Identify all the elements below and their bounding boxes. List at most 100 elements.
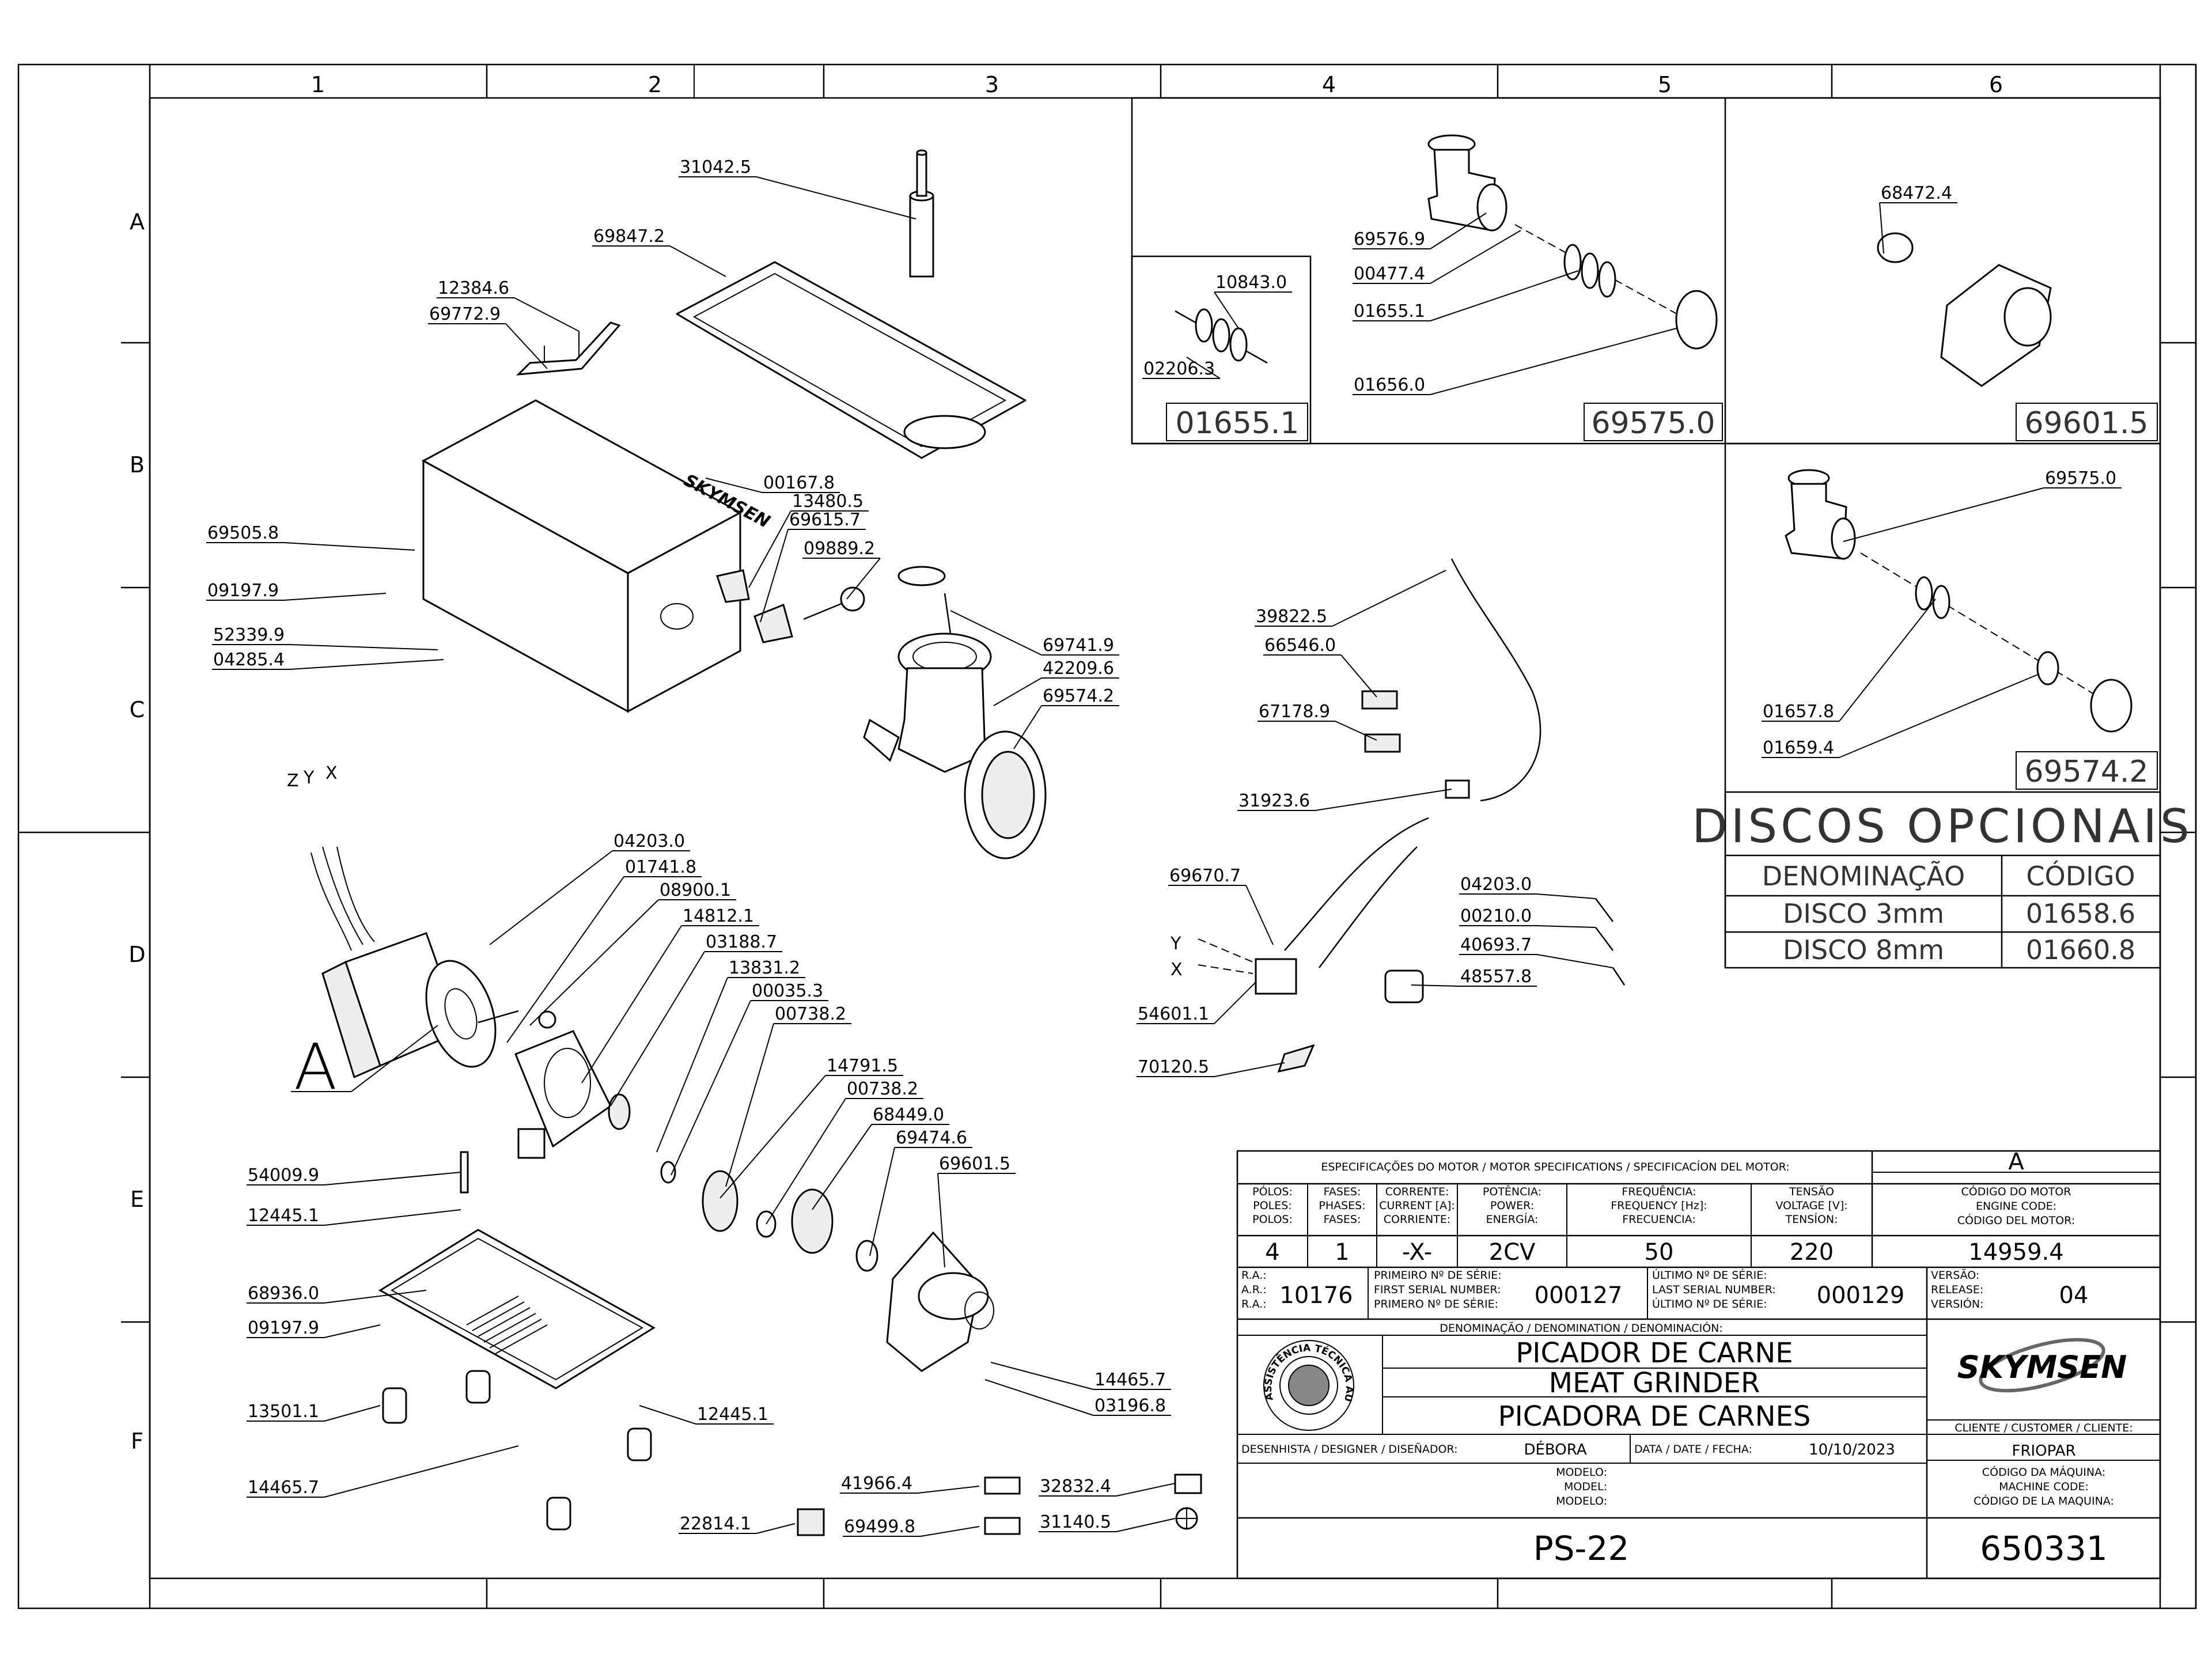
screw-part <box>460 1151 469 1194</box>
plug-wire-label: X <box>1171 960 1183 980</box>
part-number-label: 12384.6 <box>438 278 509 298</box>
designer-label: DESENHISTA / DESIGNER / DISEÑADOR: <box>1241 1442 1458 1456</box>
disc-row-name: DISCO 3mm <box>1783 898 1944 929</box>
leader-line <box>846 558 881 600</box>
housing-part: SKYMSEN <box>421 399 773 713</box>
client-label: CLIENTE / CUSTOMER / CLIENTE: <box>1955 1422 2133 1434</box>
part-number-label: 12445.1 <box>697 1404 768 1425</box>
detail-code-69574-2: 69574.2 <box>2024 755 2148 789</box>
last-serial-value: 000129 <box>1817 1282 1905 1309</box>
engine-code-label: CÓDIGO DEL MOTOR: <box>1957 1213 2075 1227</box>
title-block: ESPECIFICAÇÕES DO MOTOR / MOTOR SPECIFIC… <box>0 0 2161 1580</box>
brand-name: SKYMSEN <box>1957 1349 2127 1385</box>
part-number-label: 69505.8 <box>207 523 279 543</box>
part-number-label: 42209.6 <box>1043 658 1114 679</box>
date-label: DATA / DATE / FECHA: <box>1634 1443 1752 1456</box>
leader-line <box>1430 328 1677 395</box>
part-number-label: 69474.6 <box>896 1128 967 1148</box>
part-number-label: 54601.1 <box>1138 1004 1209 1024</box>
leader-line <box>756 1523 796 1534</box>
part-number-label: 14791.5 <box>827 1056 898 1076</box>
part-number-label: 22814.1 <box>680 1514 751 1534</box>
spec-label: TENSÃO <box>1789 1185 1834 1198</box>
client-value: FRIOPAR <box>2012 1442 2075 1460</box>
zone-col-4: 4 <box>1322 72 1336 97</box>
feed-tube-detail <box>1427 134 1718 350</box>
part-number-label: 69575.0 <box>2045 468 2116 488</box>
leader-line <box>324 1172 461 1185</box>
model-label: MODELO: <box>1556 1495 1607 1508</box>
product-name-es: PICADORA DE CARNES <box>1498 1400 1811 1433</box>
machine-code-value: 650331 <box>1980 1529 2107 1568</box>
part-number-label: 69772.9 <box>429 304 501 324</box>
part-number-label: 69576.9 <box>1354 229 1425 249</box>
part-number-label: 03188.7 <box>706 932 777 952</box>
detail-panels: 01655.1 69575.0 69601.5 69574.2 <box>1131 97 2161 968</box>
leader-line <box>993 677 1042 706</box>
leader-line <box>705 478 763 493</box>
denomination-header: DENOMINAÇÃO / DENOMINATION / DENOMINACIÓ… <box>1440 1321 1723 1335</box>
foot-parts <box>382 1370 652 1531</box>
spec-label: POLES: <box>1253 1199 1291 1212</box>
optional-discs-table: DISCOS OPCIONAIS DENOMINAÇÃO CÓDIGO DISC… <box>1692 791 2190 969</box>
first-serial-label: PRIMEIRO Nº DE SÉRIE: <box>1374 1268 1502 1282</box>
spec-value: 50 <box>1645 1239 1674 1266</box>
leader-line <box>917 1486 980 1494</box>
part-number-label: 67178.9 <box>1259 702 1330 722</box>
machine-code-label: CÓDIGO DE LA MAQUINA: <box>1974 1494 2114 1508</box>
ra-label: R.A.: <box>1241 1298 1267 1310</box>
zone-col-6: 6 <box>1989 72 2003 97</box>
leader-line <box>656 977 728 1153</box>
zone-col-5: 5 <box>1658 72 1672 97</box>
leader-line <box>1116 1518 1176 1532</box>
part-number-label: 14812.1 <box>683 906 754 926</box>
first-serial-label: PRIMERO Nº DE SÉRIE: <box>1374 1297 1498 1310</box>
spec-label: POTÊNCIA: <box>1483 1185 1541 1198</box>
part-number-label: 31140.5 <box>1040 1512 1111 1532</box>
part-number-label: 68472.4 <box>1881 183 1952 203</box>
discs-header-code: CÓDIGO <box>2026 861 2135 892</box>
part-number-label: 00738.2 <box>775 1004 846 1024</box>
leader-line <box>283 542 415 551</box>
leader-line <box>760 529 789 623</box>
leader-line <box>1430 230 1521 284</box>
part-number-label: 69741.9 <box>1043 635 1114 656</box>
zone-row-e: E <box>130 1187 144 1212</box>
zone-row-a: A <box>130 209 145 234</box>
part-number-label: 01656.0 <box>1354 375 1425 395</box>
spec-value: -X- <box>1402 1239 1432 1266</box>
spec-label: FREQUENCY [Hz]: <box>1611 1199 1707 1212</box>
authorized-service-seal: ASSISTÊNCIA TÉCNICA AUTORIZADA <box>0 0 1355 1431</box>
part-number-label: 10843.0 <box>1215 272 1287 293</box>
leader-line <box>324 1290 427 1304</box>
leader-line <box>289 644 438 650</box>
last-serial-label: ÚLTIMO Nº DE SÉRIE: <box>1652 1297 1767 1310</box>
part-number-label: 66546.0 <box>1264 635 1336 656</box>
motor-spec-columns: PÓLOS:POLES:POLOS:4FASES:PHASES:FASES:1C… <box>1252 1184 1848 1266</box>
part-number-label: 32832.4 <box>1040 1476 1111 1497</box>
spec-label: ENERGÍA: <box>1486 1213 1539 1226</box>
leader-line <box>1411 984 1460 987</box>
leader-line <box>324 1209 461 1226</box>
leader-line <box>1335 721 1377 741</box>
leader-line <box>984 1379 1094 1416</box>
cover-detail <box>1877 232 2052 387</box>
part-number-label: 68449.0 <box>873 1105 944 1125</box>
zone-row-f: F <box>131 1429 143 1454</box>
date-value: 10/10/2023 <box>1809 1441 1895 1459</box>
leader-line <box>920 1526 980 1537</box>
leader-line <box>756 176 916 219</box>
leader-line <box>1843 487 2044 542</box>
leader-line <box>1340 654 1377 698</box>
model-value: PS-22 <box>1533 1529 1630 1568</box>
part-number-label: 14465.7 <box>1094 1370 1166 1390</box>
disc-row-name: DISCO 8mm <box>1783 934 1944 965</box>
leader-line <box>766 1098 846 1225</box>
auger-detail <box>1175 308 1268 364</box>
part-number-label: 09197.9 <box>248 1318 319 1338</box>
leader-line <box>1536 893 1596 899</box>
zone-row-b: B <box>130 452 145 478</box>
part-number-label: 69670.7 <box>1169 866 1241 886</box>
part-number-label: 01659.4 <box>1763 738 1834 758</box>
